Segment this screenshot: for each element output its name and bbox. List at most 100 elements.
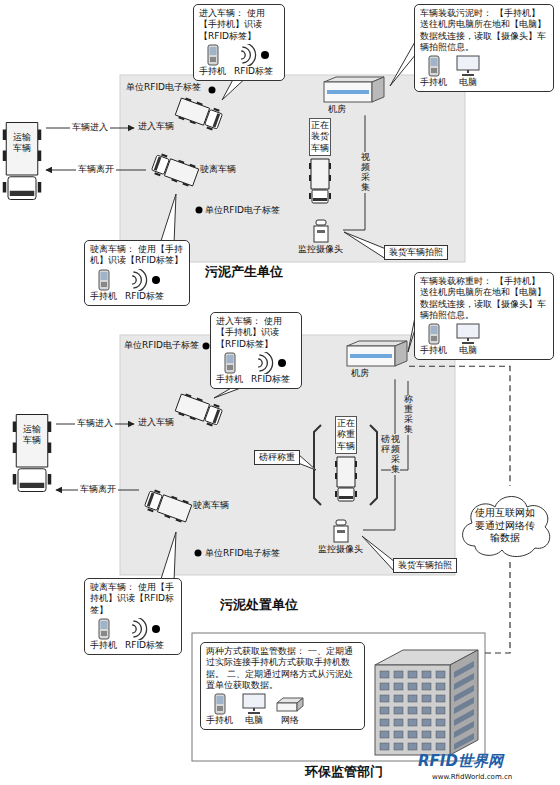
callout-text: 车辆装载称重时： 【手持机】送往机房电脑所在地和【电脑】数据线连接，读取【摄像头… xyxy=(420,276,548,321)
icon-label: 手持机 xyxy=(206,715,233,726)
radio-wave xyxy=(133,272,141,288)
building-window xyxy=(422,707,431,714)
site-ground xyxy=(120,75,465,262)
icon-row: 手持机RFID标签 xyxy=(90,618,176,651)
icon-row: 手持机RFID标签 xyxy=(216,352,296,385)
building-window xyxy=(436,719,445,726)
phone-icon xyxy=(96,269,112,291)
office-frame xyxy=(192,633,485,761)
server-front xyxy=(324,82,372,102)
icon-row: 手持机RFID标签 xyxy=(90,269,184,302)
icon-label: 网络 xyxy=(281,715,299,726)
truck xyxy=(144,488,193,524)
icon-item: 电脑 xyxy=(455,323,481,356)
building-window xyxy=(422,695,431,702)
radio-wave xyxy=(260,352,272,374)
building-window xyxy=(394,683,403,690)
rfid-icon xyxy=(253,352,289,374)
server-side xyxy=(372,77,384,102)
monitor-stand xyxy=(462,338,474,343)
building-window xyxy=(408,743,417,750)
phone-icon xyxy=(426,323,442,345)
connector-label: 视频采集 xyxy=(391,434,400,476)
text-label: 单位RFID电子标签 xyxy=(205,205,280,216)
monitor-camera: 监控摄像头 xyxy=(298,218,343,255)
office-region: 环保监管部门两种方式获取监管数据： 一、定期通过实际连接手持机方式获取手持机数据… xyxy=(192,633,485,761)
building-window xyxy=(380,743,389,750)
note-text: 装货车辆拍照 xyxy=(398,560,452,571)
text-label: 称重采集 xyxy=(404,395,413,435)
cloud-text: 使用互联网如要通过网络传输数据 xyxy=(473,507,537,545)
phone-screen xyxy=(430,326,437,334)
building-window xyxy=(454,733,474,750)
room-label: 机房 xyxy=(351,368,369,379)
note-box: 装货车辆拍照 xyxy=(393,558,457,573)
connector-label: 车辆进入 xyxy=(75,418,115,429)
truck-windshield xyxy=(154,157,162,171)
loading-truck: 正在称重车辆 xyxy=(326,416,366,504)
text-label: www.RfidWorld.com.cn xyxy=(432,773,512,782)
icon-item: 手持机 xyxy=(199,44,226,77)
radio-wave xyxy=(243,44,255,66)
radio-wave xyxy=(259,355,267,371)
phone-icon xyxy=(222,352,238,374)
phone-screen xyxy=(226,355,233,363)
server-room: 机房 xyxy=(322,76,386,115)
text-label: 单位RFID电子标签 xyxy=(126,82,201,93)
icon-item: RFID标签 xyxy=(125,269,164,302)
text-label: 单位RFID电子标签 xyxy=(124,340,199,351)
transport-truck: 运输车辆 xyxy=(12,410,52,496)
region-title: 污泥产生单位 xyxy=(205,264,283,280)
truck-windshield xyxy=(339,496,353,499)
callout-tail xyxy=(362,536,395,572)
building-window xyxy=(394,671,403,678)
building-window xyxy=(436,683,445,690)
rfid-icon xyxy=(127,618,163,640)
camera-lens xyxy=(336,520,346,525)
truck-wheel xyxy=(38,182,42,193)
building-window xyxy=(394,707,403,714)
building-window xyxy=(422,731,431,738)
pc-icon xyxy=(455,323,481,345)
icon-item: 手持机 xyxy=(420,323,447,356)
phone-screen xyxy=(209,47,216,55)
pc-icon xyxy=(455,55,481,77)
monitor-stand xyxy=(462,70,474,75)
icon-row: 手持机RFID标签 xyxy=(199,44,279,77)
truck xyxy=(335,457,357,501)
callout-text: 进入车辆： 使用【手持机】识读【RFID标签】 xyxy=(199,8,279,42)
vehicle-label: 运输车辆 xyxy=(23,424,41,447)
phone-body xyxy=(208,45,218,65)
icon-item: 网络 xyxy=(275,693,305,726)
phone-body xyxy=(99,270,109,290)
building-window xyxy=(436,671,445,678)
truck-drawing xyxy=(143,484,193,528)
building-window xyxy=(380,695,389,702)
building-window xyxy=(436,707,445,714)
camera-slot xyxy=(317,230,325,233)
scale-bracket xyxy=(314,425,321,505)
callout-text: 车辆装载污泥时： 【手持机】送往机房电脑所在地和【电脑】数据线连接，读取【摄像头… xyxy=(420,8,548,53)
icon-label: RFID标签 xyxy=(251,374,290,385)
icon-item: RFID标签 xyxy=(125,618,164,651)
phone-screen xyxy=(430,58,437,66)
phone-body xyxy=(215,694,225,714)
net-icon xyxy=(275,693,305,715)
rfid-icon xyxy=(236,44,272,66)
icon-row: 手持机电脑 xyxy=(420,323,548,356)
building-window xyxy=(408,683,417,690)
icon-label: 电脑 xyxy=(459,77,477,88)
truck-cargo xyxy=(337,457,355,487)
server-stripe xyxy=(350,354,392,358)
phone-keys xyxy=(101,631,107,636)
phone-screen xyxy=(100,621,107,629)
callout-box: 进入车辆： 使用【手持机】识读【RFID标签】手持机RFID标签 xyxy=(210,312,302,389)
callout-box: 两种方式获取监管数据： 一、定期通过实际连接手持机方式获取手持机数据。 二、定期… xyxy=(200,642,365,730)
truck-wheel xyxy=(13,443,17,454)
icon-item: 手持机 xyxy=(420,55,447,88)
text-label: RFID世界网 xyxy=(418,752,503,771)
building-window xyxy=(436,731,445,738)
phone-screen xyxy=(216,696,223,704)
phone-body xyxy=(429,324,439,344)
